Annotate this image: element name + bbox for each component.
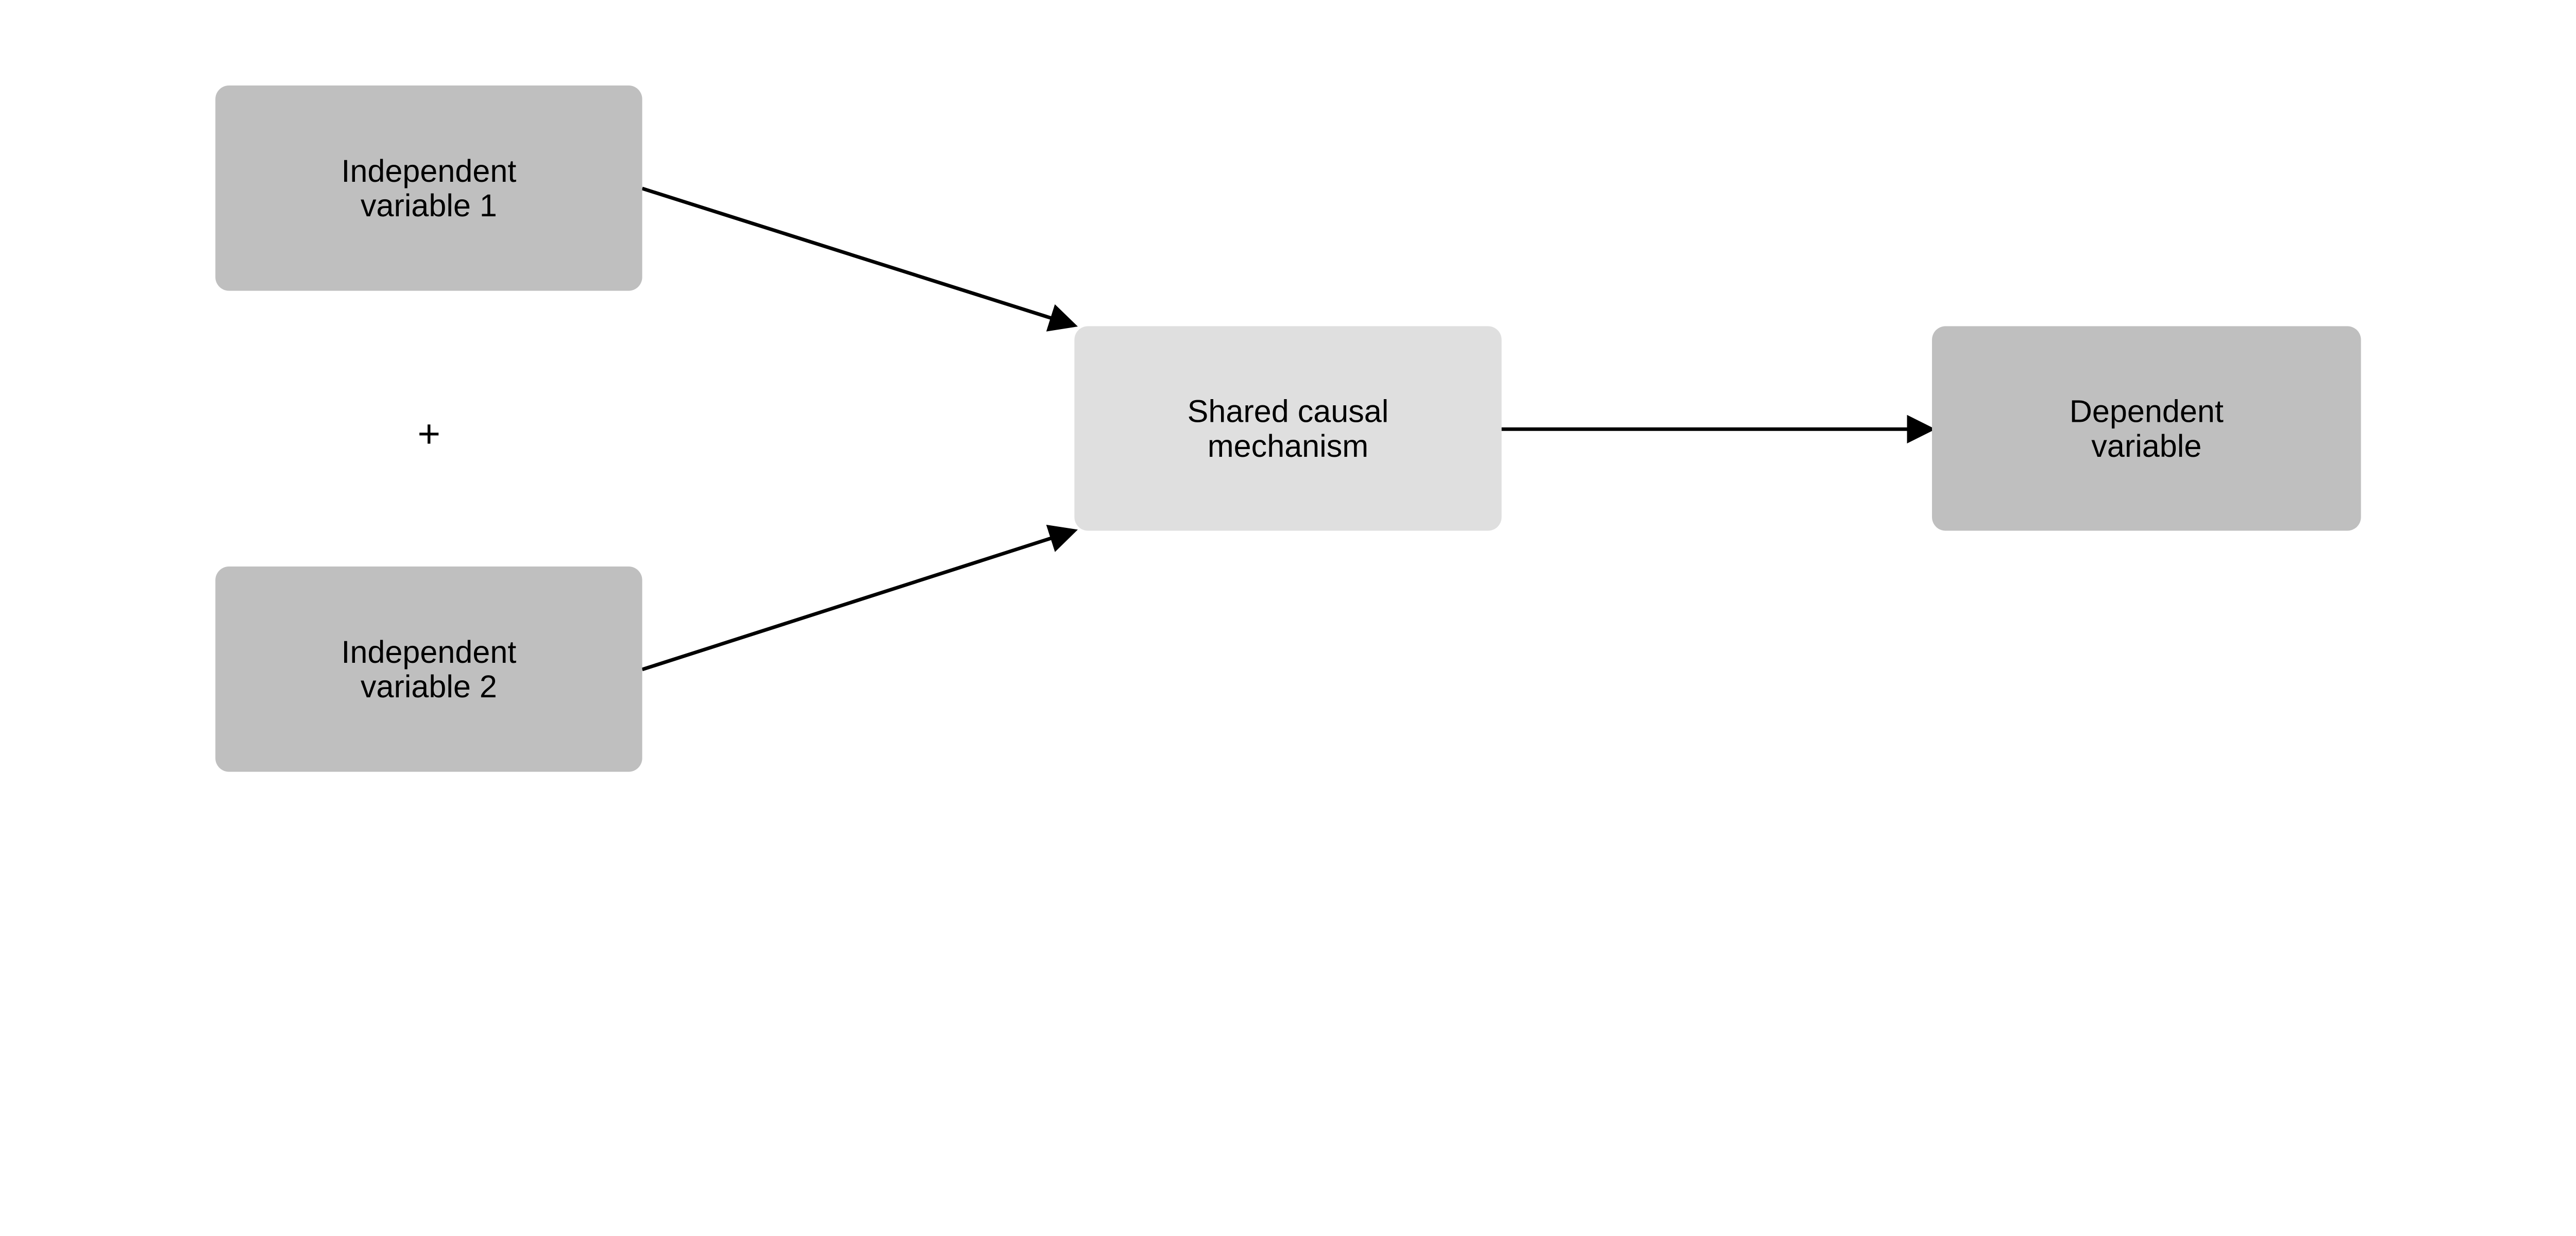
node-box bbox=[215, 566, 642, 772]
node-label-line: Independent bbox=[341, 153, 516, 188]
plus-sign: + bbox=[417, 412, 440, 456]
node-box bbox=[215, 85, 642, 291]
edge-arrow-iv1-to-mech bbox=[641, 186, 1078, 332]
node-label-line: variable 2 bbox=[361, 669, 497, 704]
node-label-line: Shared causal bbox=[1188, 393, 1389, 428]
node-label-line: Dependent bbox=[2070, 393, 2224, 428]
edges-layer bbox=[641, 186, 1936, 672]
edge-arrow-iv2-to-mech bbox=[641, 524, 1078, 672]
node-box bbox=[1074, 326, 1502, 531]
node-label-line: variable 1 bbox=[361, 188, 497, 223]
node-box bbox=[1931, 326, 2361, 531]
node-label-line: mechanism bbox=[1208, 428, 1368, 464]
node-label-line: variable bbox=[2091, 428, 2201, 464]
node-label-line: Independent bbox=[341, 634, 516, 670]
